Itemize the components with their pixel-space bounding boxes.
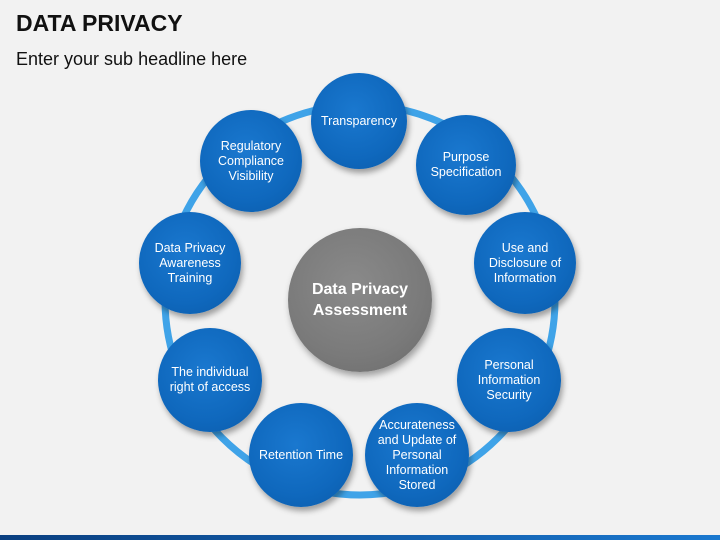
node-label: Purpose Specification bbox=[430, 150, 502, 179]
footer-accent-bar bbox=[0, 535, 720, 540]
node-use-and-disclosure: Use and Disclosure of Information bbox=[474, 212, 576, 314]
node-label: Accurateness and Update of Personal Info… bbox=[377, 417, 457, 492]
node-label: Regulatory Compliance Visibility bbox=[217, 138, 284, 183]
slide-title: DATA PRIVACY bbox=[16, 10, 183, 36]
node-regulatory-compliance-visibility: Regulatory Compliance Visibility bbox=[200, 110, 302, 212]
node-label: Retention Time bbox=[258, 447, 344, 462]
node-data-privacy-awareness-training: Data Privacy Awareness Training bbox=[139, 212, 241, 314]
node-retention-time: Retention Time bbox=[249, 403, 353, 507]
node-accurateness-and-update: Accurateness and Update of Personal Info… bbox=[365, 403, 469, 507]
node-label: Use and Disclosure of Information bbox=[488, 240, 562, 285]
node-label: Transparency bbox=[321, 113, 397, 128]
center-hub-label: Data Privacy Assessment bbox=[311, 281, 409, 319]
node-label: Data Privacy Awareness Training bbox=[154, 240, 226, 285]
center-hub: Data Privacy Assessment bbox=[288, 228, 432, 372]
slide-subtitle: Enter your sub headline here bbox=[16, 49, 248, 69]
node-transparency: Transparency bbox=[311, 73, 407, 169]
node-label: Personal Information Security bbox=[477, 357, 541, 402]
node-individual-right-of-access: The individual right of access bbox=[158, 328, 262, 432]
node-label: The individual right of access bbox=[169, 365, 251, 394]
node-purpose-specification: Purpose Specification bbox=[416, 115, 516, 215]
node-personal-information-security: Personal Information Security bbox=[457, 328, 561, 432]
